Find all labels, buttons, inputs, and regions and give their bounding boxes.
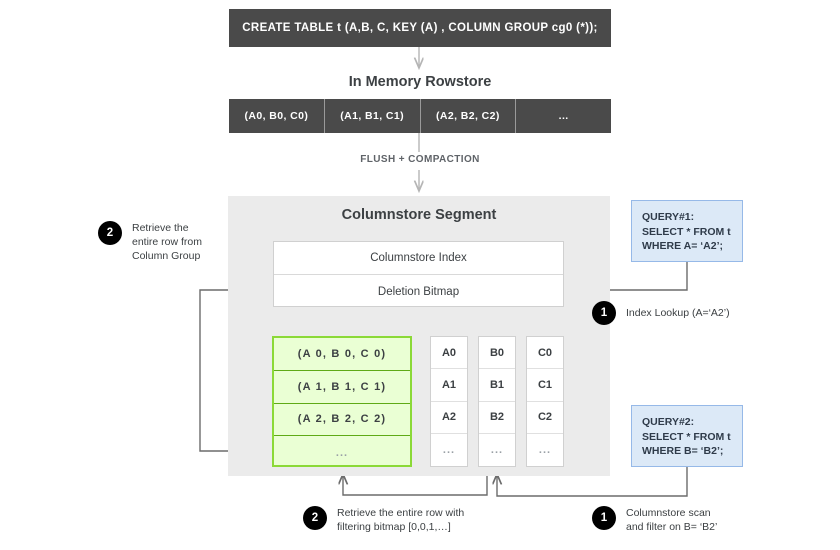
column-group-row: (A 2, B 2, C 2) <box>274 404 410 437</box>
column-a-cell: ... <box>442 443 456 456</box>
rowstore-cells: (A0, B0, C0) (A1, B1, C1) (A2, B2, C2) .… <box>229 99 611 133</box>
ddl-statement-bar: CREATE TABLE t (A,B, C, KEY (A) , COLUMN… <box>229 9 611 47</box>
column-b-box: B0 B1 B2 ... <box>478 336 516 467</box>
column-group-row: (A 0, B 0, C 0) <box>274 338 410 371</box>
query1-line2: SELECT * FROM t <box>642 225 731 238</box>
column-b-cell: ... <box>490 443 504 456</box>
column-c-cell: C1 <box>527 369 563 402</box>
column-a-cell: A0 <box>431 337 467 370</box>
rowstore-cell: ... <box>516 99 611 133</box>
column-a-cell: A1 <box>431 369 467 402</box>
step-badge: 1 <box>592 301 616 325</box>
query2-box: QUERY#2: SELECT * FROM t WHERE B= ‘B2’; <box>631 405 743 467</box>
query2-line1: QUERY#2: <box>642 416 695 428</box>
column-group-row: ... <box>335 446 349 459</box>
annotation-index-lookup: 1 Index Lookup (A=‘A2’) <box>592 301 792 325</box>
annotation-retrieve-bitmap: 2 Retrieve the entire row with filtering… <box>303 506 533 534</box>
rowstore-cell: (A1, B1, C1) <box>324 99 421 133</box>
step-badge: 2 <box>303 506 327 530</box>
deletion-bitmap-row: Deletion Bitmap <box>377 285 460 298</box>
column-a-cell: A2 <box>431 402 467 434</box>
annotation-text: Index Lookup (A=‘A2’) <box>626 307 730 319</box>
annotation-columnstore-scan: 1 Columnstore scan and filter on B= ‘B2’ <box>592 506 792 534</box>
columnstore-index-row: Columnstore Index <box>274 242 563 275</box>
column-c-cell: ... <box>538 443 552 456</box>
annotation-text: Columnstore scan and filter on B= ‘B2’ <box>626 507 718 533</box>
ddl-statement-text: CREATE TABLE t (A,B, C, KEY (A) , COLUMN… <box>242 22 598 34</box>
column-b-cell: B1 <box>479 369 515 402</box>
annotation-text: Retrieve the entire row from Column Grou… <box>132 222 203 262</box>
query1-line1: QUERY#1: <box>642 211 695 223</box>
rowstore-title: In Memory Rowstore <box>348 74 492 90</box>
column-b-cell: B0 <box>479 337 515 370</box>
column-a-box: A0 A1 A2 ... <box>430 336 468 467</box>
query1-box: QUERY#1: SELECT * FROM t WHERE A= ‘A2’; <box>631 200 743 262</box>
rowstore-cell: (A2, B2, C2) <box>420 99 517 133</box>
step-badge: 2 <box>98 221 122 245</box>
annotation-text: Retrieve the entire row with filtering b… <box>337 507 465 533</box>
query1-line3: WHERE A= ‘A2’; <box>642 240 723 252</box>
column-c-cell: C2 <box>527 402 563 434</box>
query2-line3: WHERE B= ‘B2’; <box>642 445 724 457</box>
annotation-retrieve-column-group: 2 Retrieve the entire row from Column Gr… <box>98 221 228 263</box>
flush-compaction-label: FLUSH + COMPACTION <box>360 154 480 165</box>
rowstore-cell: (A0, B0, C0) <box>229 99 325 133</box>
columnstore-segment-title: Columnstore Segment <box>341 207 497 223</box>
column-group-box: (A 0, B 0, C 0) (A 1, B 1, C 1) (A 2, B … <box>272 336 412 467</box>
column-group-row: (A 1, B 1, C 1) <box>274 371 410 404</box>
column-b-cell: B2 <box>479 402 515 434</box>
query2-line2: SELECT * FROM t <box>642 430 731 443</box>
column-c-box: C0 C1 C2 ... <box>526 336 564 467</box>
column-c-cell: C0 <box>527 337 563 370</box>
step-badge: 1 <box>592 506 616 530</box>
segment-metadata-box: Columnstore Index Deletion Bitmap <box>273 241 564 307</box>
